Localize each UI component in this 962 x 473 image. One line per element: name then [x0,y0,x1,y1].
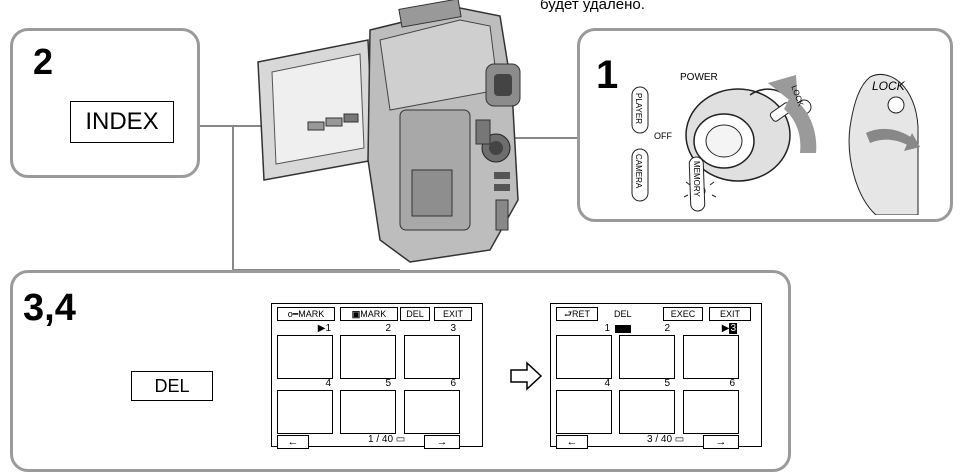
del-screen-button[interactable]: DEL [400,307,430,321]
print-mark-icon: ▣ [351,309,361,319]
caption-text: будет удалено. [540,0,645,13]
power-label: POWER [680,72,718,83]
transition-arrow-icon [510,361,543,391]
ret-label: RET [572,309,591,319]
thumb-number: 5 [664,378,670,389]
return-icon: ⮐ [563,309,573,319]
protect-key-icon [615,325,631,333]
thumb-number: 3 [450,323,456,334]
page-counter: 3 / 40 ▭ [647,434,685,445]
thumb-number: 1 [604,323,610,334]
camera-label: CAMERA [634,154,643,189]
mark-print-label: MARK [360,309,387,319]
thumbnail[interactable] [340,335,396,379]
thumbnail[interactable] [619,390,675,434]
thumb-number: 6 [450,378,456,389]
player-label: PLAYER [634,93,643,124]
ret-button[interactable]: ⮐RET [556,307,598,321]
thumb-number: 2 [664,323,670,334]
thumb-number: 4 [604,378,610,389]
exit-button[interactable]: EXIT [709,307,751,321]
thumbnail[interactable] [556,335,612,379]
thumb-number: 6 [729,378,735,389]
next-button[interactable]: → [424,435,460,449]
mark-print-button[interactable]: ▣MARK [340,307,398,321]
thumbnail[interactable] [683,335,739,379]
key-icon: o━ [287,309,299,319]
memory-card-icon: ▭ [672,434,685,445]
memory-card-icon: ▭ [393,434,406,445]
mark-protect-label: MARK [298,309,325,319]
thumbnail[interactable] [404,335,460,379]
thumb-number: 2 [385,323,391,334]
prev-button[interactable]: ← [277,435,309,449]
prev-button[interactable]: ← [556,435,588,449]
camcorder-illustration [257,0,521,263]
index-button[interactable]: INDEX [70,101,174,143]
step1-panel: 1 POWER PLAYER OFF CAMERA MEMORY LOCK [577,28,953,222]
thumbnail[interactable] [683,390,739,434]
thumbnail[interactable] [556,390,612,434]
page-counter: 1 / 40 ▭ [368,434,406,445]
off-label: OFF [654,131,672,141]
power-switch-diagram [631,74,920,215]
step34-panel: 3,4 DEL o━MARK ▣MARK DEL EXIT ▶1 2 3 4 5… [10,270,791,472]
selection-arrow-icon: ▶ [317,323,326,334]
thumb-number: ▶3 [721,323,737,334]
exit-button[interactable]: EXIT [434,307,472,321]
next-button[interactable]: → [703,435,739,449]
thumb-number: 5 [385,378,391,389]
thumbnail[interactable] [619,335,675,379]
thumbnail[interactable] [404,390,460,434]
mark-protect-button[interactable]: o━MARK [277,307,335,321]
index-screen-before: o━MARK ▣MARK DEL EXIT ▶1 2 3 4 5 6 ← 1 /… [271,303,483,449]
exec-button[interactable]: EXEC [663,307,703,321]
thumbnail[interactable] [277,390,333,434]
index-screen-after: ⮐RET DEL EXEC EXIT 1 2 ▶3 4 5 6 ← 3 / 40… [550,303,762,449]
thumbnail[interactable] [340,390,396,434]
step2-number: 2 [33,41,54,82]
del-button[interactable]: DEL [131,371,213,401]
lock-label-large: LOCK [872,79,905,93]
thumb-number: ▶1 [317,323,331,334]
step1-number: 1 [596,53,619,97]
thumbnail[interactable] [277,335,333,379]
memory-label: MEMORY [692,161,701,197]
del-mode-label: DEL [614,309,632,319]
thumb-number: 4 [325,378,331,389]
step34-number: 3,4 [23,287,76,329]
selection-arrow-icon: ▶ [721,323,730,334]
step2-panel: 2 INDEX [10,28,200,178]
